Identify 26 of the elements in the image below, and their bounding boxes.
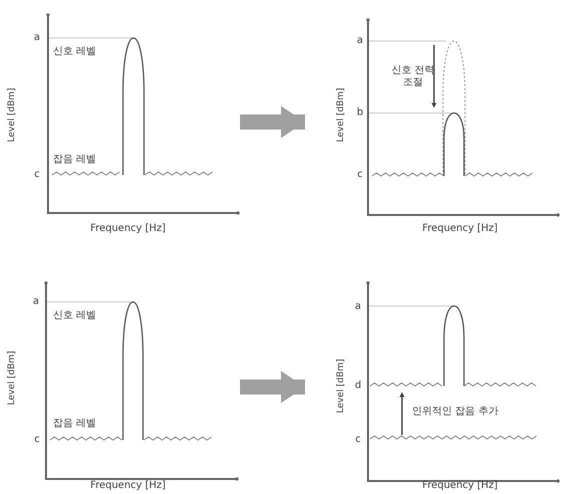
axis-title: Level [dBm] [6,88,18,142]
axis-tick-label: c [357,169,363,181]
axis-tick-label: a [34,32,40,44]
axis-title: Frequency [Hz] [422,223,498,235]
annotation-text: 신호 전력 조절 [390,65,436,89]
annotation-text: 신호 레벨 [53,310,96,322]
annotation-text: 인위적인 잡음 추가 [412,406,498,418]
axis-tick-label: c [355,434,361,446]
annotation-text: 잡음 레벨 [53,418,96,430]
annotation-text: 잡음 레벨 [53,154,96,166]
axis-title: Frequency [Hz] [90,480,166,492]
axis-tick-label: a [356,35,364,47]
axis-title: Frequency [Hz] [90,223,166,235]
axis-tick-label: c [34,169,40,181]
axis-tick-label: b [356,107,364,119]
axis-title: Level [dBm] [335,88,347,142]
block-arrow [240,371,305,403]
axis-tick-label: a [32,296,40,308]
axis-tick-label: d [354,380,362,392]
axis-title: Frequency [Hz] [422,480,498,492]
axis-tick-label: a [354,301,362,313]
axis-tick-label: c [34,434,40,446]
axis-title: Level [dBm] [6,350,18,406]
axis-title: Level [dBm] [335,358,347,414]
block-arrow [240,106,305,138]
annotation-text: 신호 레벨 [53,46,96,58]
